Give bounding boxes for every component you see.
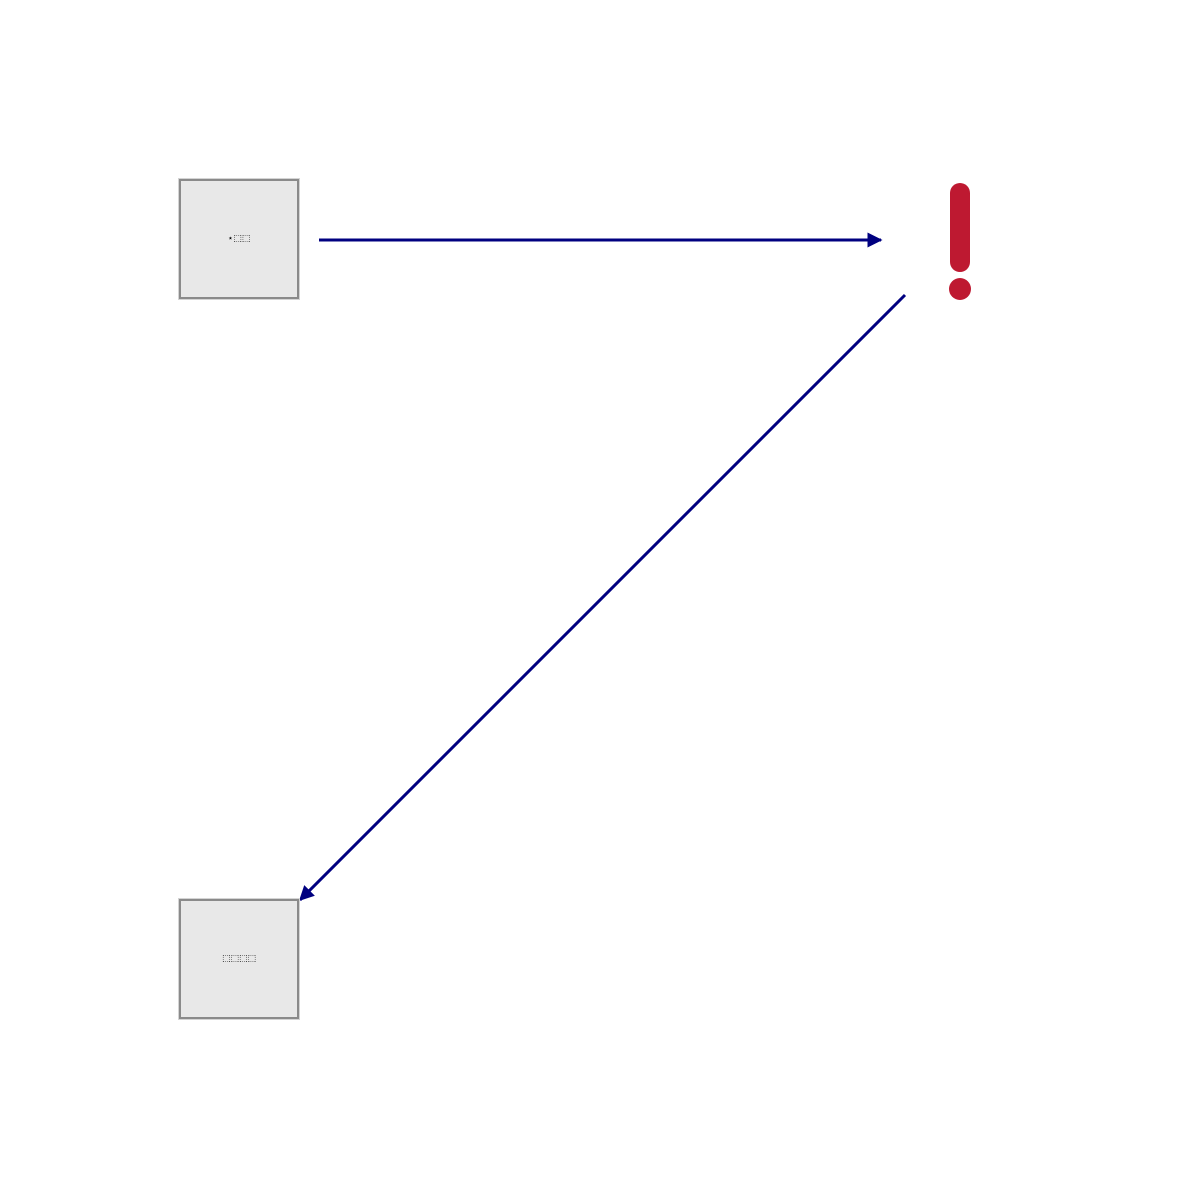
top-node-label: ⋆⬚⬚ [227, 234, 251, 244]
exclamation-icon [949, 183, 971, 300]
bottom-node: ⬚⬚⬚⬚ [178, 898, 300, 1020]
arrow-alert-to-bottom [298, 293, 907, 902]
bottom-node-label: ⬚⬚⬚⬚ [221, 954, 256, 964]
top-node: ⋆⬚⬚ [178, 178, 300, 300]
